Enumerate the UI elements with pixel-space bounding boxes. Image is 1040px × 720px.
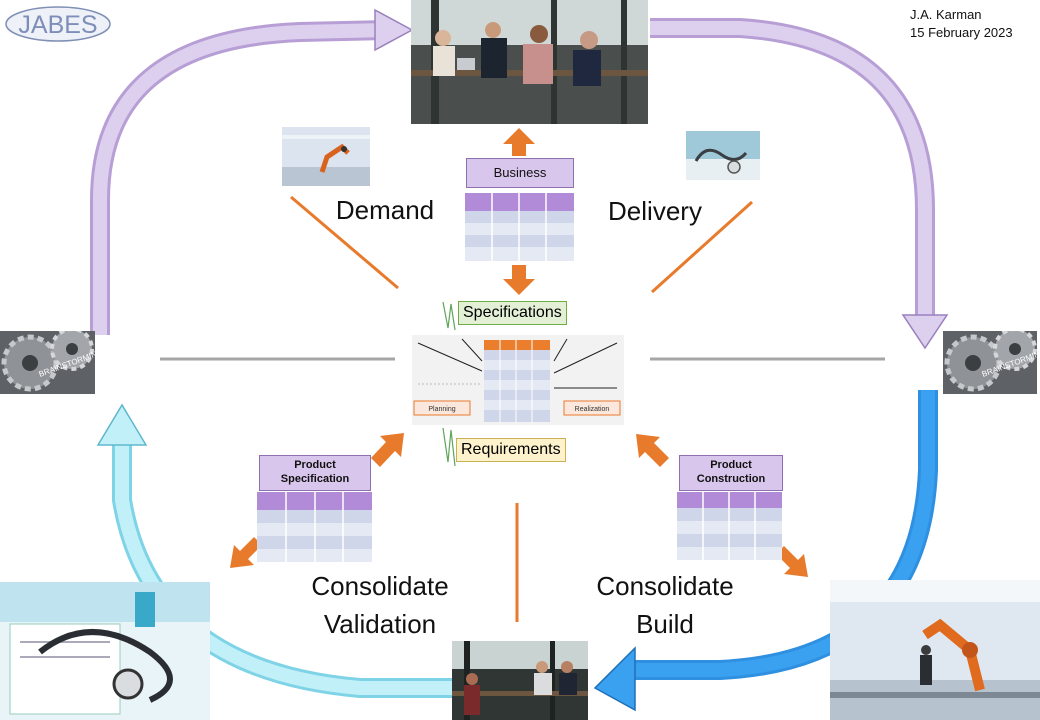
build-line1: Consolidate	[596, 571, 734, 601]
logo-text: JABES	[18, 11, 97, 39]
business-callout: Business	[466, 158, 574, 188]
requirements-label: Requirements	[461, 441, 561, 458]
arrow-product-con	[636, 434, 669, 467]
author-date: 15 February 2023	[910, 25, 1013, 40]
product-spec-table	[257, 492, 372, 564]
author-name: J.A. Karman	[910, 7, 982, 22]
arrow-head-top	[374, 8, 414, 52]
phase-consolidate-validation: Consolidate Validation	[285, 567, 475, 643]
stethoscope-large-photo	[0, 582, 210, 720]
product-spec-line2: Specification	[280, 473, 350, 485]
factory-photo	[830, 580, 1040, 720]
gears-photo-left: BRAINSTORMING	[0, 331, 95, 394]
meeting-photo	[411, 0, 648, 124]
specifications-label: Specifications	[463, 304, 562, 321]
build-line2: Build	[636, 609, 694, 639]
business-table	[465, 193, 574, 263]
robot-arm-photo	[282, 127, 370, 186]
specifications-tag: Specifications	[458, 301, 567, 325]
product-spec-line1: Product	[294, 459, 336, 471]
phase-demand: Demand	[335, 195, 435, 225]
author-block: J.A. Karman 15 February 2023	[910, 6, 1013, 42]
validation-line2: Validation	[323, 609, 437, 639]
arrow-build	[776, 546, 808, 577]
phase-consolidate-build: Consolidate Build	[580, 567, 750, 643]
zigzag-specs	[442, 301, 456, 331]
product-con-line1: Product	[710, 459, 752, 471]
product-spec-callout: Product Specification	[259, 455, 371, 491]
realization-label: Realization	[575, 406, 610, 413]
validation-line1: Consolidate	[311, 571, 449, 601]
arrow-head-right	[901, 314, 949, 350]
arrow-validation	[230, 537, 262, 568]
product-con-table	[677, 492, 782, 560]
requirements-tag: Requirements	[456, 438, 566, 462]
up-arrow-business	[503, 128, 535, 156]
business-label: Business	[493, 165, 547, 180]
gears-photo-right: BRAINSTORMING	[943, 331, 1037, 394]
arrow-product-spec	[371, 433, 404, 467]
center-matrix: Planning Realization	[412, 335, 624, 425]
delivery-line	[650, 200, 754, 294]
product-con-callout: Product Construction	[679, 455, 783, 491]
zigzag-reqs	[442, 427, 456, 467]
jabes-logo[interactable]: JABES	[4, 4, 112, 44]
planning-label: Planning	[428, 406, 455, 413]
stethoscope-photo	[686, 131, 760, 180]
product-con-line2: Construction	[696, 473, 766, 485]
demand-line	[290, 195, 399, 290]
meeting-photo-bottom	[452, 641, 588, 720]
phase-delivery: Delivery	[608, 196, 702, 226]
arrow-head-left	[96, 403, 148, 446]
down-arrow-specs	[503, 265, 535, 295]
arrow-head-bottom	[593, 646, 636, 712]
